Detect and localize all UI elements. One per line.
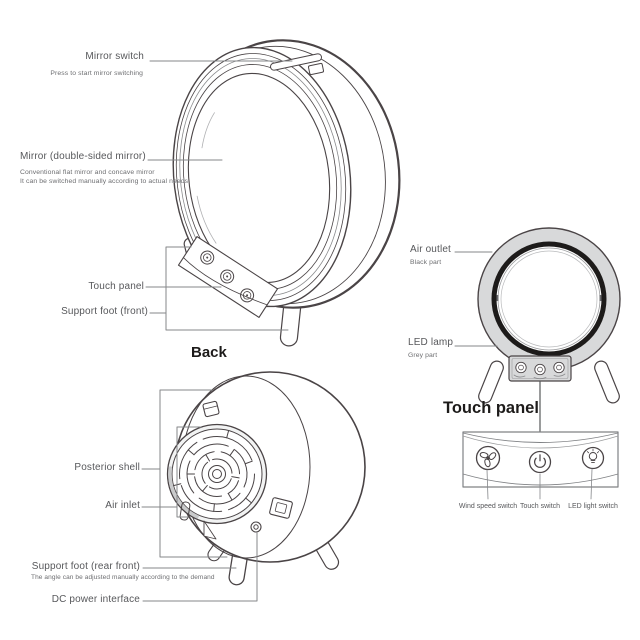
touch-panel-detail-title: Touch panel: [443, 399, 539, 417]
led-lamp-sublabel: Grey part: [408, 352, 438, 359]
touch-switch-label: Touch switch: [519, 503, 561, 510]
air-inlet-slot: [179, 501, 191, 521]
mirror-face: [172, 46, 352, 308]
mirror-sublabel-1: Conventional flat mirror and concave mir…: [20, 169, 155, 176]
mirror-sublabel-2: It can be switched manually according to…: [20, 177, 189, 185]
fan-icon-small: [200, 250, 215, 265]
hinge-tick-right: [599, 295, 602, 301]
mirror-switch-sublabel: Press to start mirror switching: [50, 70, 143, 77]
touch-panel-detail-illustration: [462, 431, 619, 488]
fan-grille-icon: [166, 423, 268, 525]
side-right-foot: [594, 360, 620, 404]
front-touch-panel: [177, 236, 279, 318]
dc-power-port: [250, 521, 262, 533]
wind-speed-switch-label: Wind speed switch: [458, 503, 518, 510]
leader-lines: [141, 60, 593, 602]
air-outlet-sublabel: Black part: [410, 259, 442, 266]
inner-rim-line-2: [500, 250, 598, 348]
bulb-icon-small: [240, 288, 255, 303]
support-foot-rear-label: Support foot (rear front): [31, 561, 140, 572]
bulb-icon-tiny: [553, 361, 565, 374]
mirror-label: Mirror (double-sided mirror): [20, 151, 146, 162]
foot-notch: [203, 520, 217, 540]
hinge-tick-left: [496, 295, 499, 301]
mirror-opening: [496, 246, 602, 352]
back-view-illustration: [166, 371, 366, 586]
right-latch: [269, 497, 293, 519]
side-left-foot: [478, 360, 504, 404]
top-latch: [202, 400, 220, 418]
touch-panel-front-label: Touch panel: [88, 281, 144, 292]
support-foot-front-label: Support foot (front): [61, 306, 148, 317]
led-lamp-label: LED lamp: [408, 337, 454, 348]
led-light-icon: [581, 446, 605, 470]
leader-support-foot-front: [149, 246, 289, 331]
back-view-title: Back: [191, 344, 227, 361]
power-icon-small: [220, 269, 235, 284]
side-view-illustration: [477, 227, 621, 404]
side-touch-panel: [508, 355, 572, 382]
mirror-switch-label: Mirror switch: [85, 51, 144, 62]
front-view-illustration: [172, 39, 401, 347]
wind-speed-icon: [475, 445, 501, 471]
mirror-switch-button: [269, 53, 325, 76]
air-outlet-label: Air outlet: [410, 244, 451, 255]
posterior-shell-label: Posterior shell: [74, 462, 140, 473]
support-foot-rear-sublabel: The angle can be adjusted manually accor…: [31, 574, 215, 581]
leader-dc-power: [142, 532, 258, 602]
leader-posterior-shell: [141, 389, 228, 558]
leader-detail-buttons: [486, 468, 593, 500]
fan-icon-tiny: [515, 361, 527, 374]
leader-air-inlet: [141, 426, 202, 518]
power-icon-tiny: [534, 363, 546, 376]
dc-power-label: DC power interface: [51, 594, 140, 605]
power-icon: [528, 450, 552, 474]
air-inlet-label: Air inlet: [105, 500, 140, 511]
led-light-switch-label: LED light switch: [568, 503, 618, 510]
